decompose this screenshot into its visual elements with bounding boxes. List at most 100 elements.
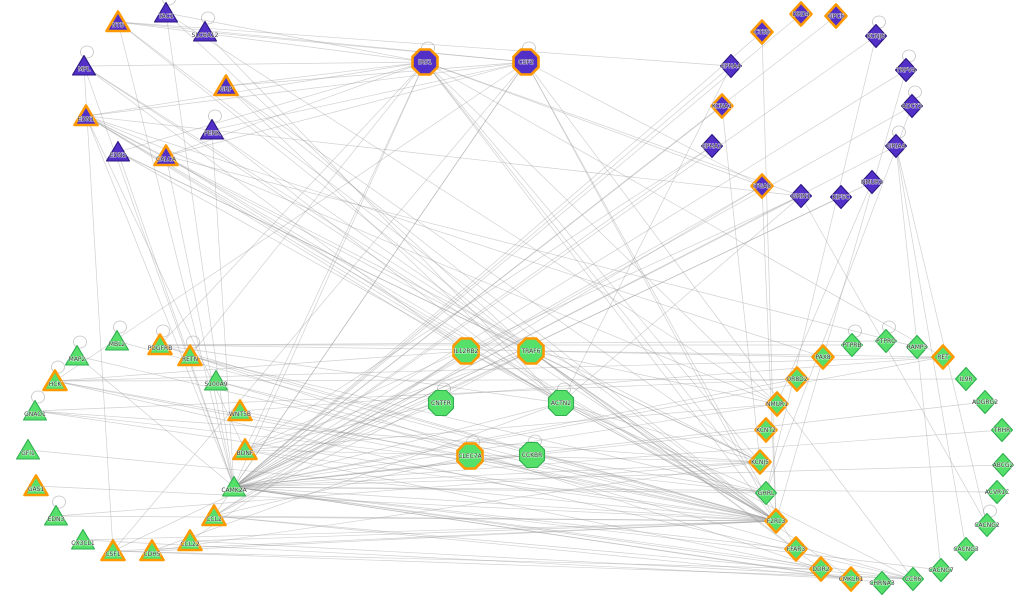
edge-GAS1-F2RL3[interactable]	[35, 485, 777, 522]
edge-CALCA-RAMP3[interactable]	[165, 155, 918, 348]
edge-GRIA4-CAMK2A[interactable]	[233, 145, 897, 488]
triangle-node-shape[interactable]	[201, 504, 227, 527]
edge-ITGA8-F2RL3[interactable]	[761, 185, 777, 522]
node-ACTN2[interactable]: ACTN2	[547, 389, 575, 417]
edge-EDN1-GRIN1[interactable]	[85, 115, 802, 197]
self-loop-edge-MBL2[interactable]	[113, 320, 127, 334]
edge-NTS-F2RL3[interactable]	[117, 21, 777, 522]
octagon-node-shape[interactable]	[512, 48, 540, 76]
edge-EPHA7-BDNF[interactable]	[244, 145, 713, 451]
diamond-node-shape[interactable]	[824, 3, 848, 29]
edge-CLEC7A-HCK[interactable]	[54, 380, 471, 457]
node-NMUR2[interactable]: NMUR2	[860, 169, 884, 195]
edge-GRIN1-BDNF[interactable]	[244, 195, 802, 451]
edge-CSF2-F2RL3[interactable]	[525, 61, 777, 522]
edge-NTS-CSF2[interactable]	[117, 21, 527, 63]
edge-MPL-CSF1[interactable]	[83, 65, 114, 552]
edge-GRIA4-CACNG2[interactable]	[895, 145, 988, 526]
diamond-node-shape[interactable]	[785, 366, 809, 392]
edge-BDNF-F2RL3[interactable]	[244, 449, 777, 522]
edge-IL12RB2-F2RL3[interactable]	[465, 350, 777, 522]
edge-KCNA1-KCNJ5[interactable]	[721, 105, 761, 463]
node-PAX8[interactable]: PAX8	[811, 344, 835, 370]
edge-CAMK2A-KCNT2[interactable]	[233, 429, 767, 488]
edge-TRAF6-PAX8[interactable]	[530, 350, 824, 358]
edge-EDN1-PAX8[interactable]	[85, 115, 824, 358]
diamond-node-shape[interactable]	[789, 183, 813, 209]
edge-RETN-F2RL3[interactable]	[189, 355, 777, 522]
edge-CCL2-CMKLR1[interactable]	[213, 515, 852, 580]
triangle-node-shape[interactable]	[153, 144, 179, 167]
self-loop-edge-TAC1[interactable]	[162, 0, 176, 6]
node-EDN2[interactable]: EDN2	[105, 140, 131, 162]
diamond-node-shape[interactable]	[991, 452, 1015, 478]
node-GAS1[interactable]: GAS1	[23, 474, 49, 497]
node-CACNG2[interactable]: CACNG2	[974, 512, 1000, 538]
triangle-node-shape[interactable]	[232, 438, 258, 461]
edge-CAMK2A-KCNJ5[interactable]	[233, 461, 761, 488]
edge-ACTN2-F2RL3[interactable]	[560, 402, 777, 522]
diamond-node-shape[interactable]	[765, 391, 789, 417]
edge-CLEC7A-CCL2[interactable]	[213, 455, 471, 517]
edge-CALCA-CAMK2A[interactable]	[165, 155, 235, 488]
node-IL12RB2[interactable]: IL12RB2	[452, 337, 480, 365]
node-RET[interactable]: RET	[931, 344, 955, 370]
edge-ABCG2-CAMK2A[interactable]	[233, 464, 1004, 488]
edge-ACTN2-GHRL[interactable]	[560, 402, 767, 494]
triangle-node-shape[interactable]	[71, 54, 97, 76]
edge-EDN2-F2RL3[interactable]	[117, 151, 777, 522]
edge-IL12RB2-CCR6[interactable]	[465, 350, 914, 580]
edge-BDNF-NMUR1[interactable]	[244, 403, 778, 451]
edge-TAC1-TRAF6[interactable]	[165, 12, 532, 352]
node-S100A9[interactable]: S100A9	[204, 369, 228, 391]
edge-CNTFR-BDNF[interactable]	[244, 402, 442, 451]
node-EPHA4[interactable]: EPHA4	[719, 53, 743, 79]
edge-GRP-IRS1[interactable]	[225, 61, 426, 87]
triangle-node-shape[interactable]	[177, 344, 203, 367]
edge-EDN2-IRS1[interactable]	[117, 61, 426, 153]
self-loop-edge-PDGFRB[interactable]	[156, 324, 170, 338]
diamond-node-shape[interactable]	[954, 366, 978, 392]
self-loop-edge-EDN3[interactable]	[52, 495, 66, 509]
edge-HCK-CCR6[interactable]	[54, 380, 914, 580]
octagon-node-shape[interactable]	[518, 441, 546, 469]
triangle-node-shape[interactable]	[70, 528, 96, 550]
edge-SLC6A12-ACTN2[interactable]	[204, 31, 562, 404]
edge-EDN2-KCNJ5[interactable]	[117, 151, 761, 463]
octagon-node-shape[interactable]	[456, 442, 484, 470]
octagon-node-shape[interactable]	[452, 337, 480, 365]
edge-KCNJ6-GHRL[interactable]	[765, 35, 877, 494]
edge-EDN1-KCNJ5[interactable]	[85, 115, 761, 463]
node-DRD4[interactable]: DRD4	[789, 1, 813, 27]
edge-TRAF6-CAMK2A[interactable]	[233, 350, 532, 488]
diamond-node-shape[interactable]	[901, 566, 925, 592]
edge-CSF1-F2RL3[interactable]	[112, 520, 777, 552]
edge-CAMK2A-RET[interactable]	[233, 356, 944, 488]
node-CX3CL1[interactable]: CX3CL1	[70, 528, 96, 550]
node-MAP2[interactable]: MAP2	[64, 344, 90, 366]
edge-CTSS-F2RL3[interactable]	[761, 31, 777, 522]
edge-IRS1-GHRL[interactable]	[424, 61, 767, 494]
edge-NTS-TRAF6[interactable]	[117, 21, 532, 352]
edge-IRS1-RETN[interactable]	[189, 61, 426, 357]
triangle-node-shape[interactable]	[147, 333, 173, 356]
diamond-node-shape[interactable]	[710, 93, 734, 119]
self-loop-edge-RETN[interactable]	[186, 335, 200, 349]
octagon-node-shape[interactable]	[411, 48, 439, 76]
diamond-node-shape[interactable]	[840, 332, 864, 358]
triangle-node-shape[interactable]	[42, 369, 68, 392]
edge-TRAF6-KCNJ5[interactable]	[530, 350, 761, 463]
edge-EDN1-IL12RB2[interactable]	[85, 115, 467, 352]
node-RAMP3[interactable]: RAMP3	[905, 334, 929, 360]
edge-ACTN2-CAMK2A[interactable]	[233, 402, 562, 488]
edge-PENK-F2RL3[interactable]	[211, 129, 777, 522]
edge-GFI1-F2RL3[interactable]	[27, 449, 777, 522]
edge-TRAF6-CCL2[interactable]	[213, 350, 532, 517]
edge-NMUR2-CAMK2A[interactable]	[233, 181, 873, 488]
edge-CTSS-CAMK2A[interactable]	[233, 31, 763, 488]
triangle-node-shape[interactable]	[177, 529, 203, 552]
triangle-node-shape[interactable]	[105, 10, 131, 33]
edge-IRS1-RET[interactable]	[424, 61, 944, 358]
diamond-node-shape[interactable]	[748, 449, 772, 475]
